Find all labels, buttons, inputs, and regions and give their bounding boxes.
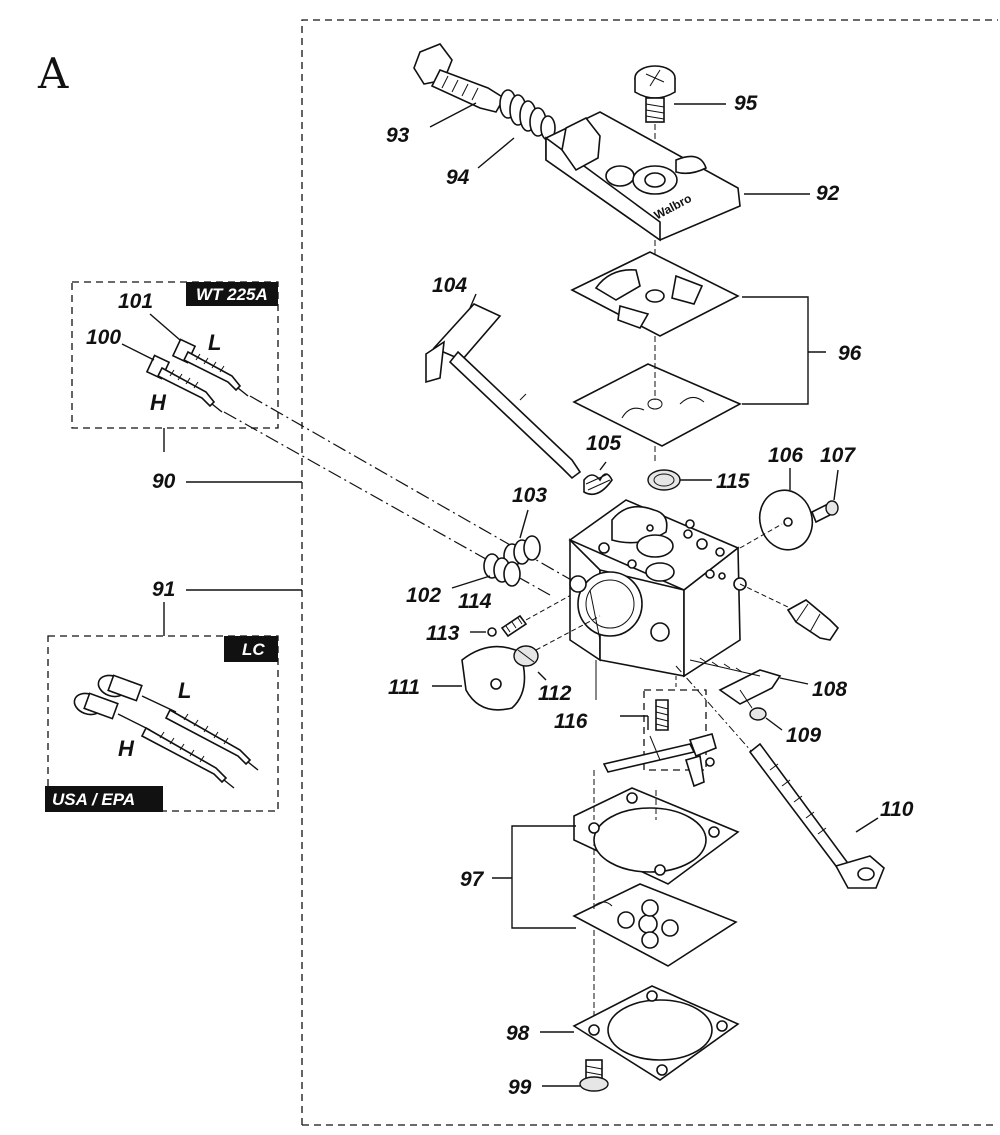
part-97-diaphragm	[572, 883, 738, 967]
callout-112: 112	[538, 682, 572, 705]
callout-108: 108	[812, 678, 847, 701]
kit-wt225-letter-l: L	[208, 330, 221, 355]
callout-107: 107	[820, 444, 856, 467]
kit-lc-letter-l: L	[178, 678, 191, 703]
callout-95: 95	[734, 92, 758, 115]
centerline-needle-h	[223, 411, 551, 596]
callout-90: 90	[152, 470, 176, 493]
part-102-spring	[483, 553, 521, 587]
kit-lc-tag-bg	[224, 636, 278, 662]
part-111-plate	[461, 645, 526, 711]
kit-usa-tag: USA / EPA	[52, 790, 135, 809]
callout-96: 96	[838, 342, 862, 365]
kit-wt225-letter-h: H	[150, 390, 167, 415]
callout-105: 105	[586, 432, 621, 455]
part-104-throttle-shaft	[425, 303, 582, 480]
callout-94: 94	[446, 166, 470, 189]
part-92-cover: Walbro	[545, 111, 741, 242]
callout-114: 114	[458, 590, 492, 613]
part-108-lever	[689, 657, 782, 705]
kit-lc-box: LC USA / EPA L H	[45, 635, 279, 812]
callout-97: 97	[460, 868, 485, 891]
callout-111: 111	[388, 676, 420, 699]
callout-116: 116	[554, 710, 588, 733]
callout-110: 110	[880, 798, 914, 821]
part-105-spring	[583, 473, 613, 496]
part-99-screw	[579, 1059, 609, 1092]
kit-lc-tag: LC	[242, 640, 265, 659]
part-106-disc	[758, 489, 814, 551]
fuel-inlet-fitting	[786, 599, 840, 641]
callout-102: 102	[406, 584, 441, 607]
callout-101: 101	[118, 290, 153, 313]
needle-101	[171, 338, 249, 397]
callout-91: 91	[152, 578, 175, 601]
part-94-spring	[499, 89, 556, 141]
callout-92: 92	[816, 182, 840, 205]
kit-wt225-box: WT 225A L H	[71, 281, 279, 429]
callout-103: 103	[512, 484, 547, 507]
part-109-screw	[739, 689, 767, 721]
callout-113: 113	[426, 622, 460, 645]
callout-99: 99	[508, 1076, 532, 1099]
callout-100: 100	[86, 326, 121, 349]
part-114-spring	[500, 614, 528, 638]
section-letter: A	[37, 49, 69, 98]
part-115-screen	[647, 469, 681, 491]
part-98-bottom-cover	[572, 985, 740, 1081]
part-107-screw	[810, 500, 839, 524]
callout-93: 93	[386, 124, 410, 147]
part-116-inlet-needle-group	[602, 689, 717, 788]
kit-lc-letter-h: H	[118, 736, 135, 761]
assembly-boundary	[301, 19, 998, 1125]
kit-wt225-tag-bg	[186, 282, 278, 306]
callout-106: 106	[768, 444, 803, 467]
kit-usa-tag-bg	[45, 786, 163, 812]
part-96-gasket	[570, 251, 740, 337]
needle-100	[145, 354, 223, 413]
callout-104: 104	[432, 274, 467, 297]
part-97-gasket	[573, 787, 740, 885]
kit-wt225-tag: WT 225A	[196, 285, 268, 304]
part-93-screw	[413, 43, 506, 113]
callout-98: 98	[506, 1022, 530, 1045]
callout-109: 109	[786, 724, 821, 747]
part-112-screw	[513, 645, 539, 667]
carburetor-body	[568, 499, 747, 678]
part-113-ball	[487, 627, 497, 637]
throat-bore	[577, 571, 643, 637]
part-95-screw	[634, 65, 676, 123]
callout-115: 115	[716, 470, 750, 493]
part-110-choke-shaft	[675, 665, 885, 889]
